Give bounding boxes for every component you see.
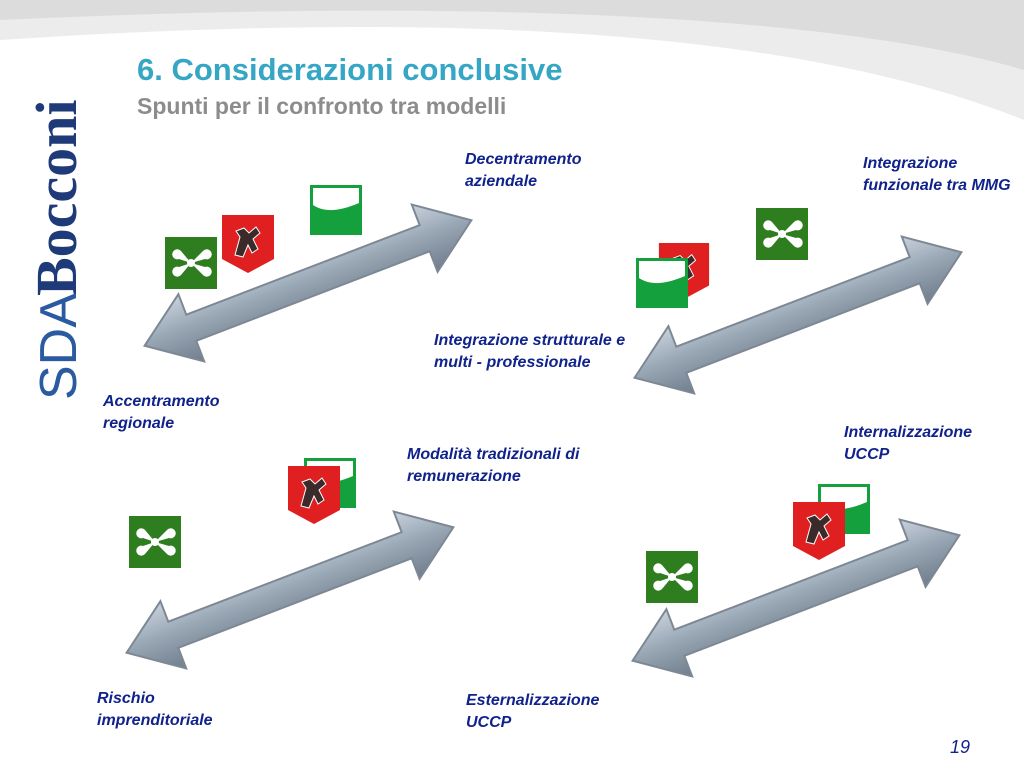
toscana-flag-icon bbox=[288, 466, 340, 524]
lombardia-flag-icon bbox=[165, 237, 217, 289]
sda-bocconi-logo: Bocconi SDA bbox=[24, 99, 89, 400]
header-swoosh bbox=[0, 0, 1024, 120]
label-internalizzazione-uccp: Internalizzazione UCCP bbox=[844, 424, 973, 463]
label-esternalizzazione-uccp: Esternalizzazione UCCP bbox=[466, 692, 600, 731]
page-number: 19 bbox=[950, 737, 971, 757]
label-modalita-tradizionali: Modalità tradizionali di remunerazione bbox=[407, 446, 580, 485]
emilia-romagna-flag-icon bbox=[636, 258, 688, 308]
logo-name: Bocconi bbox=[24, 99, 89, 296]
page-title: 6. Considerazioni conclusive bbox=[137, 52, 563, 87]
label-decentramento-aziendale: Decentramento aziendale bbox=[465, 151, 582, 190]
toscana-flag-icon bbox=[222, 215, 274, 273]
label-integrazione-funzionale: Integrazione funzionale tra MMG bbox=[863, 155, 1011, 194]
toscana-flag-icon bbox=[793, 502, 845, 560]
logo-brand: SDA bbox=[30, 293, 88, 400]
lombardia-flag-icon bbox=[646, 551, 698, 603]
emilia-romagna-flag-icon bbox=[310, 185, 362, 235]
lombardia-flag-icon bbox=[756, 208, 808, 260]
lombardia-flag-icon bbox=[129, 516, 181, 568]
page-subtitle: Spunti per il confronto tra modelli bbox=[137, 93, 507, 119]
label-rischio-imprenditoriale: Rischio imprenditoriale bbox=[97, 690, 213, 729]
label-integrazione-strutturale: Integrazione strutturale e multi - profe… bbox=[434, 332, 626, 371]
label-accentramento-regionale: Accentramento regionale bbox=[103, 393, 220, 432]
